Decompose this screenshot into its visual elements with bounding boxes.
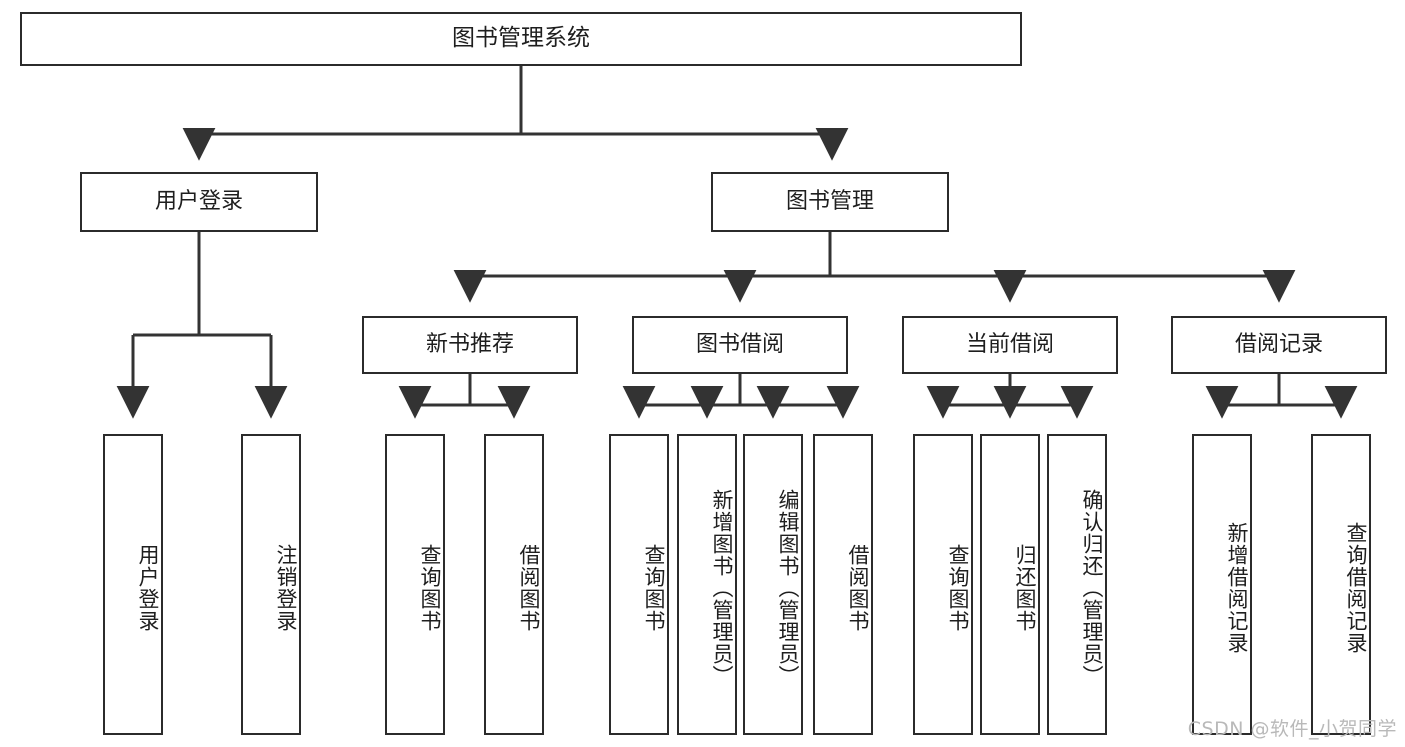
leaf-query-record[interactable]: 查询借阅记录 (1311, 434, 1371, 735)
node-current-borrow[interactable]: 当前借阅 (902, 316, 1118, 374)
watermark: CSDN @软件_小贺同学 (1187, 718, 1397, 740)
node-user-login-label: 用户登录 (154, 188, 243, 214)
leaf-add-book[interactable]: 新增图书（管理员） (677, 434, 737, 735)
node-user-login[interactable]: 用户登录 (80, 172, 318, 232)
leaf-add-record-label: 新增借阅记录 (1225, 521, 1249, 654)
node-new-book-rec[interactable]: 新书推荐 (362, 316, 578, 374)
leaf-user-logout[interactable]: 注销登录 (241, 434, 301, 735)
leaf-confirm-return-label: 确认归还（管理员） (1080, 488, 1104, 687)
node-new-book-rec-label: 新书推荐 (425, 331, 514, 357)
node-book-manage[interactable]: 图书管理 (711, 172, 949, 232)
leaf-query-book-2-label: 查询图书 (642, 543, 666, 632)
leaf-add-book-label: 新增图书（管理员） (710, 488, 734, 687)
node-borrow-record-label: 借阅记录 (1234, 331, 1323, 357)
leaf-borrow-book-1[interactable]: 借阅图书 (484, 434, 544, 735)
leaf-query-book-1-label: 查询图书 (418, 543, 442, 632)
leaf-borrow-book-2-label: 借阅图书 (846, 543, 870, 632)
node-root[interactable]: 图书管理系统 (20, 12, 1022, 66)
node-book-manage-label: 图书管理 (785, 188, 874, 214)
leaf-return-book[interactable]: 归还图书 (980, 434, 1040, 735)
leaf-query-book-2[interactable]: 查询图书 (609, 434, 669, 735)
leaf-query-book-3-label: 查询图书 (946, 543, 970, 632)
leaf-borrow-book-1-label: 借阅图书 (517, 543, 541, 632)
node-current-borrow-label: 当前借阅 (965, 331, 1054, 357)
leaf-edit-book-label: 编辑图书（管理员） (776, 488, 800, 687)
node-root-label: 图书管理系统 (452, 25, 590, 52)
leaf-query-book-1[interactable]: 查询图书 (385, 434, 445, 735)
leaf-confirm-return[interactable]: 确认归还（管理员） (1047, 434, 1107, 735)
leaf-user-login-label: 用户登录 (136, 543, 160, 632)
leaf-query-book-3[interactable]: 查询图书 (913, 434, 973, 735)
leaf-borrow-book-2[interactable]: 借阅图书 (813, 434, 873, 735)
leaf-edit-book[interactable]: 编辑图书（管理员） (743, 434, 803, 735)
leaf-add-record[interactable]: 新增借阅记录 (1192, 434, 1252, 735)
node-book-borrow-label: 图书借阅 (695, 331, 784, 357)
leaf-query-record-label: 查询借阅记录 (1344, 521, 1368, 654)
leaf-user-logout-label: 注销登录 (274, 543, 298, 632)
leaf-user-login[interactable]: 用户登录 (103, 434, 163, 735)
node-borrow-record[interactable]: 借阅记录 (1171, 316, 1387, 374)
leaf-return-book-label: 归还图书 (1013, 543, 1037, 632)
node-book-borrow[interactable]: 图书借阅 (632, 316, 848, 374)
